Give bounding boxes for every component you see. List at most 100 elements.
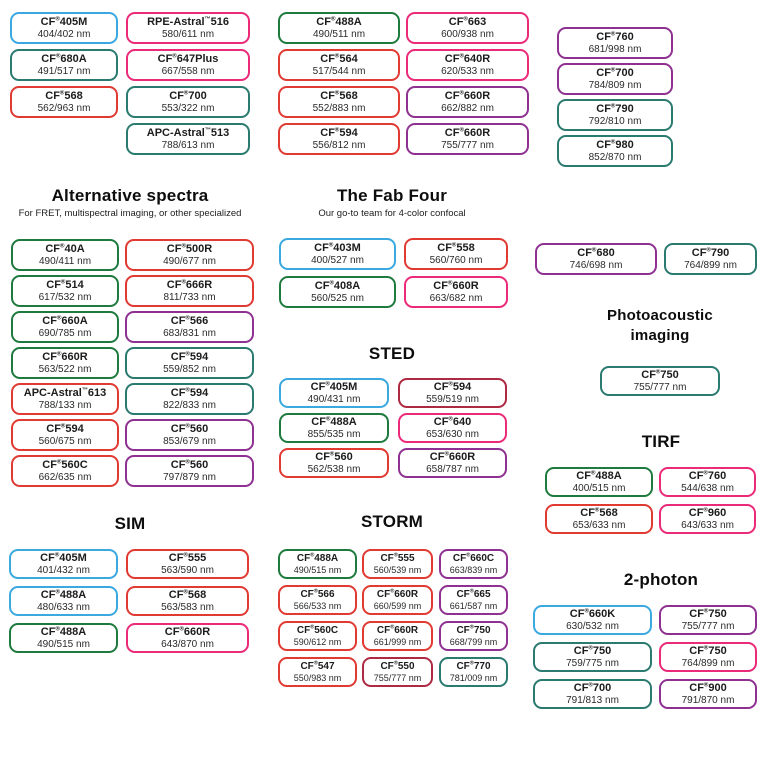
section-title: The Fab Four [336,186,448,205]
dye-name: CF®660R [376,588,419,600]
dye-name: CF®790 [596,102,634,115]
dye-name: CF®680 [577,246,615,259]
dye-name: CF®680A [41,52,87,65]
dye-excitation-emission: 660/599 nm [373,600,422,611]
dye-name: CF®750 [573,644,612,657]
section-title: SIM [114,514,146,533]
dye-excitation-emission: 556/812 nm [312,139,366,151]
dye-excitation-emission: 400/527 nm [311,254,364,266]
section-title: TIRF [641,432,681,451]
dye-name: CF®665 [456,588,491,600]
section-title: 2-photon [623,570,699,589]
section-subtitle: Our go-to team for 4-color confocal [318,208,466,219]
dye-name: CF®566 [170,314,209,327]
dye-excitation-emission: 563/522 nm [38,363,92,375]
section-subtitle: For FRET, multispectral imaging, or othe… [18,208,242,219]
section-title: Alternative spectra [51,186,209,205]
dye-name: CF®660R [42,350,88,363]
dye-excitation-emission: 404/402 nm [37,28,91,40]
dye-name: CF®560C [296,624,339,636]
dye-name: CF®547 [300,660,335,672]
dye-excitation-emission: 653/633 nm [572,519,626,531]
dye-excitation-emission: 552/883 nm [312,102,366,114]
dye-name: APC-Astral™613 [23,386,107,399]
dye-excitation-emission: 784/809 nm [588,79,642,91]
dye-excitation-emission: 620/533 nm [441,65,494,77]
dye-name: CF®760 [688,469,727,482]
dye-name: CF®760 [596,30,634,43]
dye-excitation-emission: 852/870 nm [588,151,642,163]
dye-excitation-emission: 681/998 nm [588,43,642,55]
dye-excitation-emission: 791/813 nm [566,694,619,706]
dye-excitation-emission: 559/852 nm [163,363,216,375]
dye-excitation-emission: 550/983 nm [293,672,342,683]
dye-name: CF®660K [569,607,616,620]
dye-excitation-emission: 667/558 nm [161,65,215,77]
dye-excitation-emission: 630/532 nm [566,620,619,632]
dye-name: CF®488A [311,415,357,428]
dye-name: CF®660C [452,552,495,564]
dye-name: CF®647Plus [157,52,219,65]
dye-excitation-emission: 853/679 nm [163,435,216,447]
dye-name: CF®405M [40,551,87,564]
dye-excitation-emission: 663/682 nm [429,292,483,304]
dye-excitation-emission: 764/899 nm [684,259,737,271]
dye-excitation-emission: 792/810 nm [588,115,642,127]
dye-excitation-emission: 490/677 nm [163,255,216,267]
section-title: STED [368,344,416,363]
dye-excitation-emission: 490/515 nm [293,564,342,575]
dye-excitation-emission: 562/963 nm [37,102,91,114]
dye-name: CF®560 [170,458,209,471]
dye-name: CF®488A [576,469,622,482]
dye-name: CF®550 [380,660,415,672]
dye-name: CF®666R [166,278,213,291]
section-title: STORM [360,512,424,531]
dye-name: CF®663 [448,15,487,28]
section-header-fab-four: The Fab Four Our go-to team for 4-color … [272,186,512,219]
dye-excitation-emission: 788/613 nm [161,139,215,151]
dye-name: CF®488A [296,552,339,564]
dye-name: CF®750 [456,624,491,636]
dye-name: CF®514 [46,278,84,291]
dye-excitation-emission: 563/583 nm [161,601,214,613]
section-header-storm: STORM [272,512,512,532]
dye-name: CF®660R [444,126,491,139]
dye-excitation-emission: 658/787 nm [426,463,479,475]
dye-name: CF®564 [320,52,358,65]
dye-name: CF®660R [376,624,419,636]
dye-name: CF®594 [320,126,358,139]
dye-excitation-emission: 643/870 nm [161,638,214,650]
dye-name: CF®558 [437,241,475,254]
